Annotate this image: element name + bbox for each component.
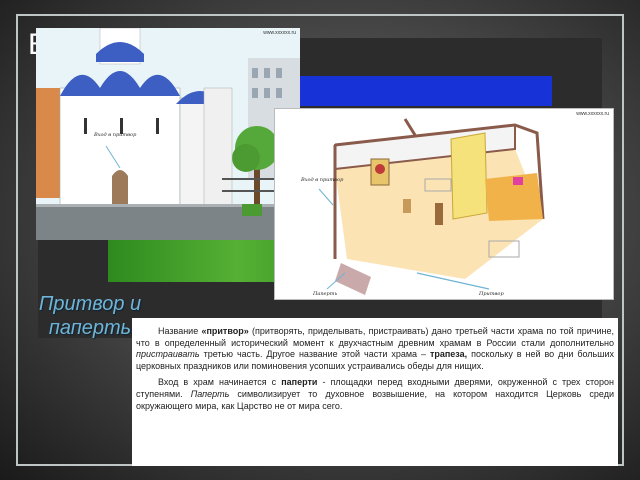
photo2-entrance-label: Вход в притвор [300, 177, 344, 183]
photo1-watermark: www.xxxxxx.ru [263, 30, 296, 36]
church-exterior-image: Вход в притвор www.xxxxxx.ru [36, 28, 300, 240]
paragraph-porch: Вход в храм начинается с паперти - площа… [136, 377, 615, 411]
term-narthex: «притвор» [201, 326, 249, 336]
photo2-watermark: www.xxxxxx.ru [576, 111, 609, 117]
photo2-narthex-label: Притвор [478, 291, 504, 297]
slide-caption: Притвор и паперть [38, 293, 142, 339]
body-text: Название «притвор» (притворять, приделыв… [132, 318, 618, 466]
paragraph-narthex: Название «притвор» (притворять, приделыв… [136, 326, 614, 371]
photo1-label: Вход в притвор [93, 132, 137, 138]
church-interior-plan-image: Вход в притвор Паперть Притвор www.xxxxx… [274, 108, 614, 300]
term-trapeza: трапеза, [429, 349, 468, 360]
blue-banner [300, 76, 552, 106]
term-porch: паперти [281, 377, 318, 388]
photo2-porch-label: Паперть [312, 291, 337, 297]
